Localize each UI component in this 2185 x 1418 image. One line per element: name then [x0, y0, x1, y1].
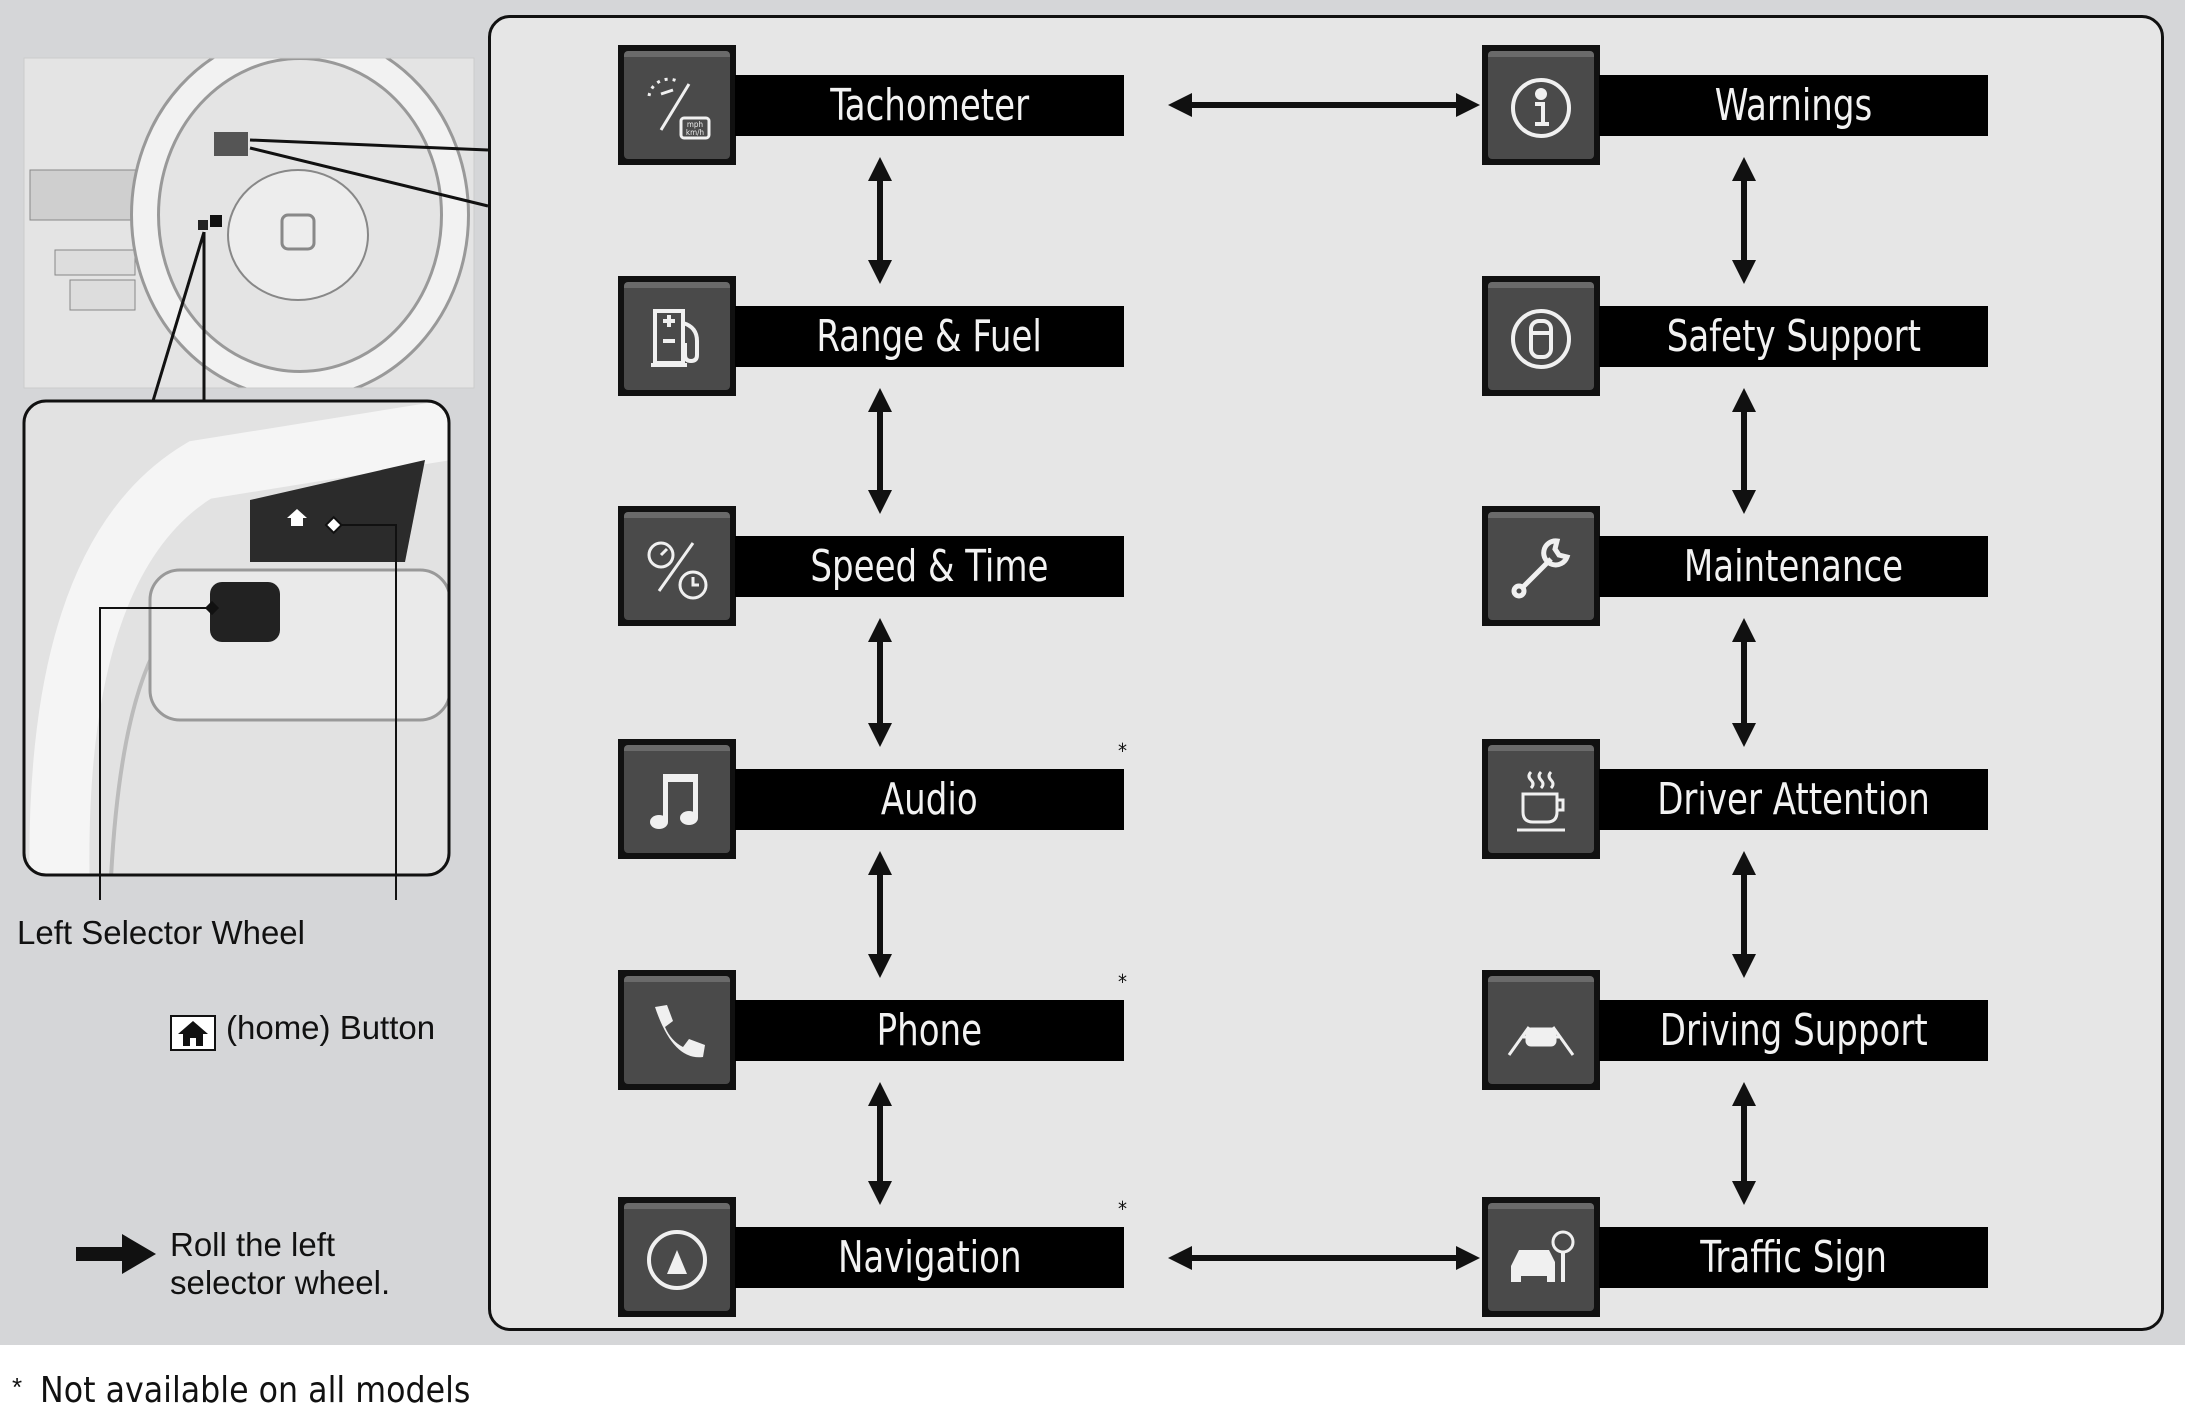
- speed-time-icon: [618, 506, 736, 626]
- steering-wheel-illustration: [22, 57, 489, 900]
- svg-text:mph: mph: [687, 120, 703, 129]
- menu-item-label: Traffic Sign: [1599, 1227, 1988, 1288]
- menu-item-label: Audio: [735, 769, 1124, 830]
- asterisk-mark: *: [1118, 970, 1127, 994]
- wrench-icon: [1482, 506, 1600, 626]
- roll-arrow-icon: [76, 1234, 156, 1274]
- home-icon: [170, 1015, 216, 1051]
- menu-item-maintenance: Maintenance: [1482, 506, 1988, 626]
- vertical-double-arrow: [1732, 618, 1756, 747]
- horizontal-double-arrow-top: [1168, 93, 1480, 117]
- label-text: Range & Fuel: [816, 311, 1043, 362]
- menu-item-navigation: Navigation *: [618, 1197, 1127, 1317]
- menu-item-label: Phone: [735, 1000, 1124, 1061]
- lane-car-icon: [1482, 970, 1600, 1090]
- menu-item-range-fuel: Range & Fuel: [618, 276, 1124, 396]
- menu-item-traffic-sign: Traffic Sign: [1482, 1197, 1988, 1317]
- vertical-double-arrow: [868, 157, 892, 284]
- vertical-double-arrow: [868, 618, 892, 747]
- compass-icon: [618, 1197, 736, 1317]
- menu-item-speed-time: Speed & Time: [618, 506, 1124, 626]
- label-text: Phone: [876, 1005, 983, 1056]
- menu-item-warnings: Warnings: [1482, 45, 1988, 165]
- car-circle-icon: [1482, 276, 1600, 396]
- label-text: Speed & Time: [810, 541, 1049, 592]
- footnote-mark: *: [12, 1372, 23, 1402]
- label-text: Maintenance: [1683, 541, 1904, 592]
- label-text: Navigation: [837, 1232, 1022, 1283]
- svg-text:km/h: km/h: [686, 128, 704, 137]
- horizontal-double-arrow-bottom: [1168, 1246, 1480, 1270]
- asterisk-mark: *: [1118, 739, 1127, 763]
- menu-item-label: Range & Fuel: [735, 306, 1124, 367]
- label-text: Tachometer: [830, 80, 1029, 131]
- legend-line-2: selector wheel.: [170, 1264, 391, 1301]
- coffee-cup-icon: [1482, 739, 1600, 859]
- display-menu-panel: [488, 15, 2164, 1331]
- label-text: Driving Support: [1659, 1005, 1928, 1056]
- menu-item-audio: Audio *: [618, 739, 1127, 859]
- label-text: Driver Attention: [1657, 774, 1930, 825]
- vertical-double-arrow: [1732, 851, 1756, 978]
- vertical-double-arrow: [868, 851, 892, 978]
- menu-item-label: Maintenance: [1599, 536, 1988, 597]
- vertical-double-arrow: [868, 1082, 892, 1205]
- menu-item-label: Driver Attention: [1599, 769, 1988, 830]
- menu-item-safety-support: Safety Support: [1482, 276, 1988, 396]
- menu-item-label: Navigation: [735, 1227, 1124, 1288]
- left-selector-wheel-label: Left Selector Wheel: [17, 914, 305, 951]
- menu-item-label: Speed & Time: [735, 536, 1124, 597]
- home-button-label: (home) Button: [226, 1009, 436, 1046]
- vertical-double-arrow: [1732, 388, 1756, 514]
- menu-item-driver-attention: Driver Attention: [1482, 739, 1988, 859]
- label-text: Safety Support: [1666, 311, 1921, 362]
- menu-item-phone: Phone *: [618, 970, 1127, 1090]
- label-text: Warnings: [1714, 80, 1873, 131]
- menu-item-driving-support: Driving Support: [1482, 970, 1988, 1090]
- menu-item-label: Safety Support: [1599, 306, 1988, 367]
- label-text: Traffic Sign: [1700, 1232, 1887, 1283]
- phone-icon: [618, 970, 736, 1090]
- menu-item-label: Driving Support: [1599, 1000, 1988, 1061]
- footnote-text: Not available on all models: [40, 1370, 471, 1411]
- asterisk-mark: *: [1118, 1197, 1127, 1221]
- vertical-double-arrow: [1732, 1082, 1756, 1205]
- info-icon: [1482, 45, 1600, 165]
- fuel-pump-icon: [618, 276, 736, 396]
- label-text: Audio: [881, 774, 978, 825]
- music-note-icon: [618, 739, 736, 859]
- menu-item-label: Tachometer: [735, 75, 1124, 136]
- vertical-double-arrow: [868, 388, 892, 514]
- menu-item-label: Warnings: [1599, 75, 1988, 136]
- traffic-sign-icon: [1482, 1197, 1600, 1317]
- legend-line-1: Roll the left: [170, 1226, 336, 1263]
- vertical-double-arrow: [1732, 157, 1756, 284]
